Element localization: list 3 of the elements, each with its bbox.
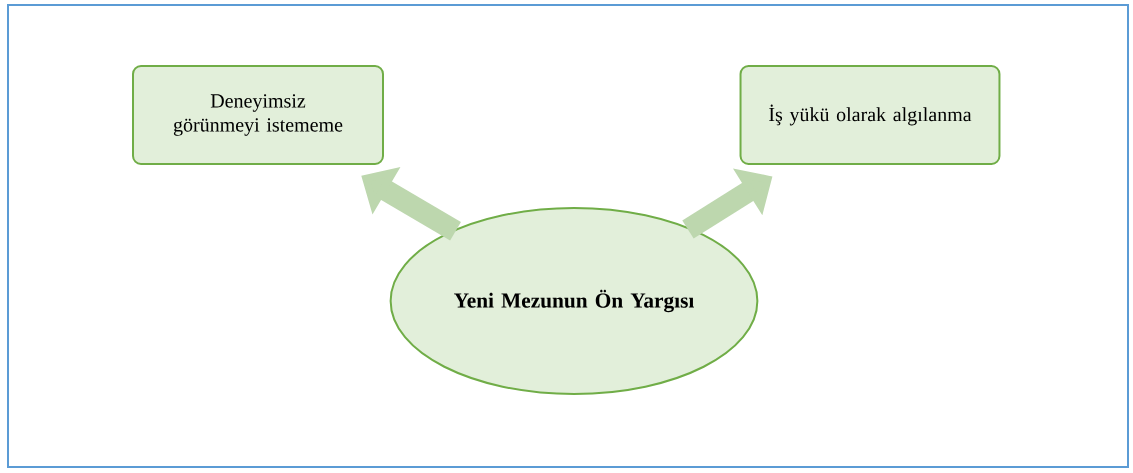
ellipse-node: Yeni Mezunun Ön Yargısı	[389, 207, 759, 395]
process-box: İş yükü olarak algılanma	[739, 65, 1001, 165]
process-box: Deneyimsiz görünmeyi istememe	[132, 65, 384, 165]
